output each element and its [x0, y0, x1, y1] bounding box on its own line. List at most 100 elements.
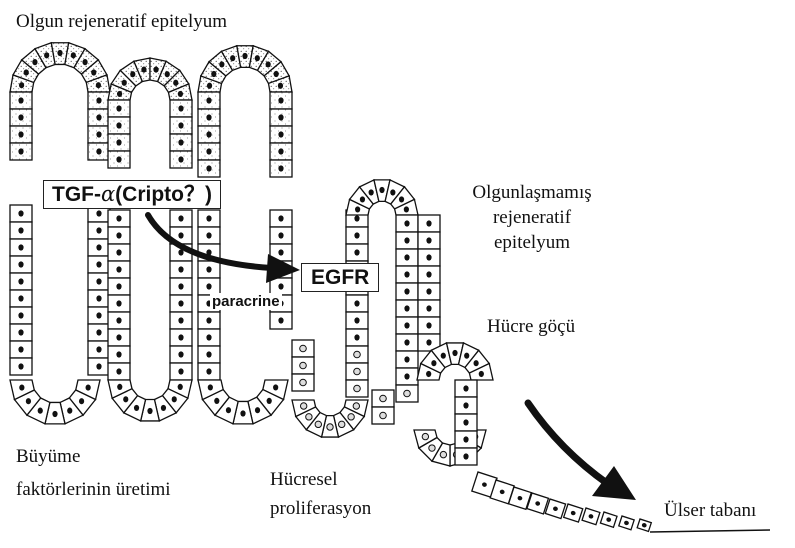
migration-arrow	[528, 403, 608, 484]
arrows	[148, 215, 636, 500]
cell-nucleus	[431, 360, 436, 366]
cell-nucleus	[96, 278, 101, 284]
cell-nucleus	[426, 305, 431, 311]
egfr-box: EGFR	[301, 263, 379, 292]
cell-nucleus	[266, 61, 271, 67]
cell-nucleus	[404, 206, 409, 212]
cell-nucleus	[327, 424, 333, 430]
cell-nucleus	[440, 451, 446, 457]
cell-nucleus	[306, 414, 312, 420]
cell-nucleus	[207, 83, 212, 89]
migration-arrowhead	[592, 466, 636, 500]
cell-nucleus	[32, 59, 37, 65]
cell-nucleus	[404, 271, 409, 277]
cell-nucleus	[208, 384, 213, 390]
cell-nucleus	[24, 69, 29, 75]
cell-nucleus	[452, 350, 457, 356]
cell-nucleus	[463, 385, 468, 391]
cell-nucleus	[18, 261, 23, 267]
cell-nucleus	[116, 283, 121, 289]
cell-nucleus	[354, 385, 361, 392]
cell-nucleus	[82, 59, 87, 65]
cell-nucleus	[38, 408, 43, 414]
cell-nucleus	[278, 283, 283, 289]
cell-nucleus	[116, 105, 121, 111]
cell-nucleus	[116, 156, 121, 162]
cell-nucleus	[153, 66, 158, 72]
cell-nucleus	[219, 61, 224, 67]
cell-nucleus	[57, 50, 62, 56]
immature-epithelium-line1: Olgunlaşmamış	[452, 183, 612, 202]
cell-nucleus	[278, 83, 283, 89]
cell-nucleus	[278, 215, 283, 221]
cell-nucleus	[96, 210, 101, 216]
cell-migration-label: Hücre göçü	[487, 317, 575, 336]
cell-nucleus	[18, 329, 23, 335]
cell-nucleus	[278, 165, 283, 171]
cell-nucleus	[96, 295, 101, 301]
cell-nucleus	[116, 139, 121, 145]
cell-nucleus	[44, 52, 49, 58]
immature-epithelium-line2: rejeneratif	[452, 208, 612, 227]
cell-nucleus	[206, 131, 211, 137]
tgf-suffix: (Cripto？)	[115, 183, 212, 206]
cell-nucleus	[123, 396, 128, 402]
cell-nucleus	[426, 288, 431, 294]
cell-nucleus	[422, 433, 428, 439]
cell-nucleus	[96, 329, 101, 335]
cell-nucleus	[19, 82, 24, 88]
proliferation-line2: proliferasyon	[270, 499, 371, 518]
cell-nucleus	[404, 305, 409, 311]
cell-nucleus	[278, 317, 283, 323]
cell-nucleus	[354, 368, 361, 375]
cell-nucleus	[300, 403, 306, 409]
cell-nucleus	[426, 254, 431, 260]
cell-nucleus	[354, 351, 361, 358]
cell-nucleus	[278, 131, 283, 137]
cell-nucleus	[353, 403, 359, 409]
cell-nucleus	[206, 334, 211, 340]
cell-nucleus	[404, 390, 411, 397]
cell-nucleus	[116, 351, 121, 357]
cell-nucleus	[267, 398, 272, 404]
cell-nucleus	[463, 402, 468, 408]
cell-nucleus	[339, 421, 345, 427]
cell-nucleus	[206, 317, 211, 323]
cell-nucleus	[226, 407, 231, 413]
cell-nucleus	[19, 384, 24, 390]
cell-nucleus	[240, 410, 245, 416]
cell-nucleus	[404, 373, 409, 379]
cell-nucleus	[173, 80, 178, 86]
cell-nucleus	[315, 421, 321, 427]
cell-nucleus	[206, 215, 211, 221]
cell-nucleus	[96, 312, 101, 318]
cell-nucleus	[404, 356, 409, 362]
cell-nucleus	[18, 363, 23, 369]
cell-nucleus	[178, 334, 183, 340]
cell-nucleus	[278, 232, 283, 238]
cell-nucleus	[380, 395, 387, 402]
cell-nucleus	[96, 97, 101, 103]
ulcer-base-label: Ülser tabanı	[664, 501, 756, 520]
tgf-prefix: TGF-	[52, 183, 101, 206]
cell-nucleus	[278, 97, 283, 103]
cell-nucleus	[141, 66, 146, 72]
cell-nucleus	[96, 363, 101, 369]
cell-nucleus	[18, 278, 23, 284]
cell-nucleus	[354, 232, 359, 238]
cell-nucleus	[211, 71, 216, 77]
tgf-alpha-symbol: α	[101, 182, 115, 206]
cell-nucleus	[178, 122, 183, 128]
cell-nucleus	[441, 353, 446, 359]
cell-nucleus	[206, 368, 211, 374]
cell-nucleus	[18, 295, 23, 301]
cell-nucleus	[116, 266, 121, 272]
cell-nucleus	[354, 249, 359, 255]
cell-nucleus	[404, 237, 409, 243]
cell-nucleus	[354, 300, 359, 306]
cell-nucleus	[278, 114, 283, 120]
cell-nucleus	[206, 283, 211, 289]
cell-nucleus	[479, 371, 484, 377]
cell-nucleus	[274, 71, 279, 77]
cell-nucleus	[178, 283, 183, 289]
